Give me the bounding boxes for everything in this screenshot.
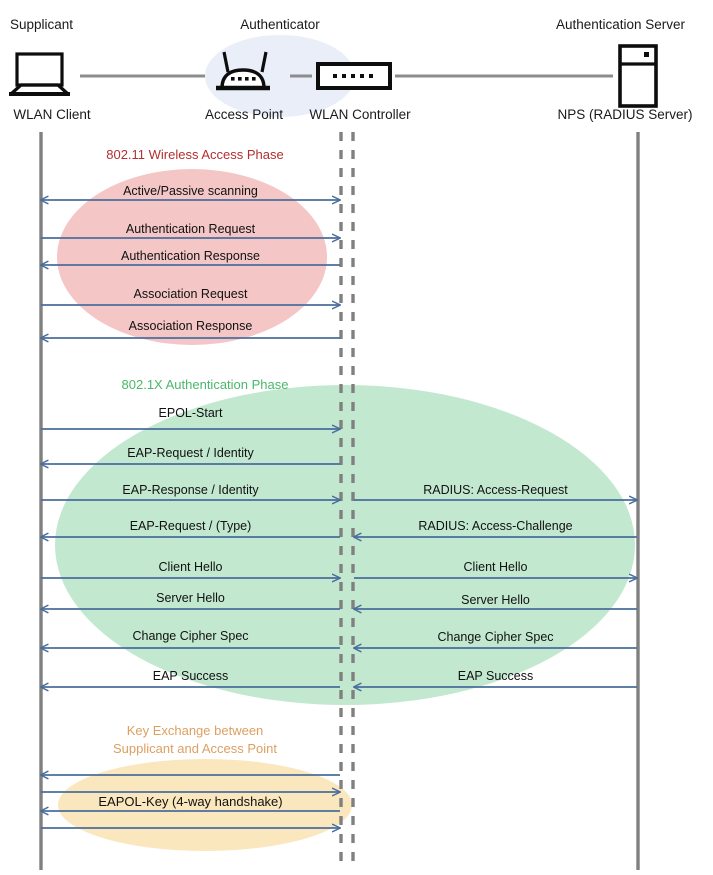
right-arrow-group [354, 500, 637, 687]
phase-label-key-exchange-line1: Key Exchange between [126, 723, 264, 738]
msg-label-eap-request-type: EAP-Request / (Type) [129, 519, 252, 533]
phase-8021x-ellipse [55, 385, 635, 705]
msg-label-eap-response-identity: EAP-Response / Identity [122, 483, 259, 497]
laptop-icon [9, 52, 70, 96]
node-title-authenticator: Authenticator [240, 17, 320, 32]
msg-label-change-cipher-spec-right: Change Cipher Spec [437, 630, 554, 644]
msg-label-radius-access-request: RADIUS: Access-Request [423, 483, 568, 497]
msg-label-authentication-request: Authentication Request [125, 222, 256, 236]
msg-label-radius-access-challenge: RADIUS: Access-Challenge [418, 519, 573, 533]
msg-label-association-response: Association Response [128, 319, 253, 333]
node-title-auth-server: Authentication Server [555, 17, 686, 32]
msg-label-change-cipher-spec-left: Change Cipher Spec [132, 629, 249, 643]
msg-label-client-hello-left: Client Hello [158, 560, 223, 574]
msg-label-epol-start: EPOL-Start [158, 406, 223, 420]
msg-label-server-hello-right: Server Hello [461, 593, 530, 607]
phase-label-80211: 802.11 Wireless Access Phase [106, 147, 284, 162]
wlan-controller-icon [316, 62, 392, 90]
msg-label-eap-success-right: EAP Success [457, 669, 534, 683]
phase-label-8021x: 802.1X Authentication Phase [121, 377, 289, 392]
node-title-supplicant: Supplicant [10, 17, 74, 32]
msg-label-server-hello-left: Server Hello [156, 591, 225, 605]
msg-label-authentication-response: Authentication Response [121, 249, 260, 263]
left-arrow-group [41, 200, 340, 828]
node-caption-access-point: Access Point [204, 107, 284, 122]
msg-label-association-request: Association Request [133, 287, 248, 301]
node-caption-nps-radius-server: NPS (RADIUS Server) [557, 107, 693, 122]
node-caption-wlan-controller: WLAN Controller [309, 107, 411, 122]
msg-label-client-hello-right: Client Hello [463, 560, 528, 574]
msg-label-eapol-key-handshake: EAPOL-Key (4-way handshake) [98, 794, 283, 809]
node-caption-wlan-client: WLAN Client [13, 107, 91, 122]
server-icon [618, 44, 658, 108]
authenticator-halo [205, 35, 355, 117]
phase-80211-ellipse [57, 169, 327, 345]
msg-label-eap-success-left: EAP Success [152, 669, 229, 683]
msg-label-eap-request-identity: EAP-Request / Identity [127, 446, 254, 460]
msg-label-active-passive-scanning: Active/Passive scanning [123, 184, 258, 198]
phase-label-key-exchange-line2: Supplicant and Access Point [112, 741, 278, 756]
access-point-icon [216, 51, 270, 91]
